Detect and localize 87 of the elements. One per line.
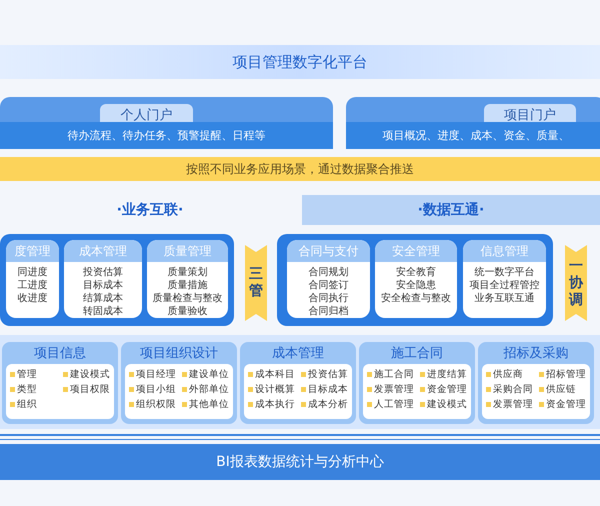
list-item: 组织 <box>10 398 37 411</box>
card-title: 项目组织设计 <box>139 345 219 362</box>
module-card <box>359 342 475 424</box>
module-card <box>463 240 546 318</box>
list-item: 合同规划 <box>308 266 348 279</box>
card-header: 成本管理 <box>64 240 142 262</box>
module-card <box>64 240 142 318</box>
list-item: 目标成本 <box>83 279 123 292</box>
list-item: 投资估算 <box>83 266 123 279</box>
card-header: 度管理 <box>6 240 59 262</box>
list-item: 组织权限 <box>129 398 176 411</box>
list-item: 其他单位 <box>182 398 229 411</box>
banner-strip: 按照不同业务应用场景，通过数据聚合推送 <box>0 157 600 181</box>
list-item: 项目经理 <box>129 368 176 381</box>
list-item: 项目权限 <box>63 383 110 396</box>
module-group-panel <box>0 234 234 326</box>
list-item: 合同签订 <box>308 279 348 292</box>
card-title: 施工合同 <box>390 345 444 362</box>
card-title: 项目信息 <box>33 345 87 362</box>
card-title: 成本管理 <box>271 345 325 362</box>
ribbon-label: 一协调 <box>568 258 584 308</box>
list-item: 投资估算 <box>301 368 348 381</box>
title-band: 项目管理数字化平台 <box>0 45 600 79</box>
ribbon-label: 三管 <box>248 266 264 300</box>
list-item: 发票管理 <box>367 383 414 396</box>
list-item: 收进度 <box>18 292 48 305</box>
footer-band: BI报表数据统计与分析中心 <box>0 444 600 480</box>
list-item: 建设模式 <box>63 368 110 381</box>
list-item: 安全隐患 <box>395 279 437 292</box>
list-item: 目标成本 <box>301 383 348 396</box>
list-item: 转固成本 <box>83 305 123 318</box>
card-header: 安全管理 <box>375 240 457 262</box>
list-item: 项目小组 <box>129 383 176 396</box>
list-item: 质量策划 <box>166 266 208 279</box>
list-item: 成本执行 <box>248 398 295 411</box>
module-card <box>6 240 59 318</box>
module-card <box>478 342 594 424</box>
portal-panel <box>0 97 333 149</box>
list-item: 设计概算 <box>248 383 295 396</box>
list-item: 同进度 <box>18 266 48 279</box>
list-item: 管理 <box>10 368 37 381</box>
list-item: 结算成本 <box>83 292 123 305</box>
list-item: 招标管理 <box>539 368 586 381</box>
list-item: 质量措施 <box>166 279 208 292</box>
list-item: 工进度 <box>18 279 48 292</box>
list-item: 安全教育 <box>395 266 437 279</box>
card-header: 质量管理 <box>147 240 228 262</box>
list-item: 建设单位 <box>182 368 229 381</box>
list-item: 外部单位 <box>182 383 229 396</box>
portal-description: 项目概况、进度、成本、资金、质量、 <box>346 122 600 149</box>
list-item: 建设模式 <box>420 398 467 411</box>
list-item: 采购合同 <box>486 383 533 396</box>
module-card <box>147 240 228 318</box>
list-item: 项目全过程管控 <box>470 279 540 292</box>
list-item: 发票管理 <box>486 398 533 411</box>
card-title: 招标及采购 <box>502 345 570 362</box>
list-item: 统一数字平台 <box>474 266 536 279</box>
list-item: 资金管理 <box>420 383 467 396</box>
list-item: 安全检查与整改 <box>381 292 451 305</box>
list-item: 进度结算 <box>420 368 467 381</box>
list-item: 质量验收 <box>166 305 208 318</box>
section-band: ·数据互通· <box>302 195 600 225</box>
portal-description: 待办流程、待办任务、预警提醒、日程等 <box>0 122 333 149</box>
list-item: 业务互联互通 <box>474 292 536 305</box>
ribbon-tag <box>565 245 587 321</box>
list-item: 质量检查与整改 <box>152 292 222 305</box>
module-card <box>2 342 118 424</box>
list-item: 资金管理 <box>539 398 586 411</box>
module-card <box>375 240 457 318</box>
portal-panel <box>346 97 600 149</box>
portal-tab: 个人门户 <box>100 104 193 124</box>
list-item: 施工合同 <box>367 368 414 381</box>
list-item: 类型 <box>10 383 37 396</box>
module-card <box>121 342 237 424</box>
card-header: 合同与支付 <box>287 240 370 262</box>
list-item: 成本分析 <box>301 398 348 411</box>
card-header: 信息管理 <box>463 240 546 262</box>
list-item: 合同归档 <box>308 305 348 318</box>
ribbon-tag <box>245 245 267 321</box>
list-item: 合同执行 <box>308 292 348 305</box>
list-item: 人工管理 <box>367 398 414 411</box>
list-item: 成本科目 <box>248 368 295 381</box>
portal-tab: 项目门户 <box>484 104 576 124</box>
module-card <box>240 342 356 424</box>
module-card <box>287 240 370 318</box>
module-row-panel <box>0 335 600 429</box>
module-group-panel <box>277 234 553 326</box>
